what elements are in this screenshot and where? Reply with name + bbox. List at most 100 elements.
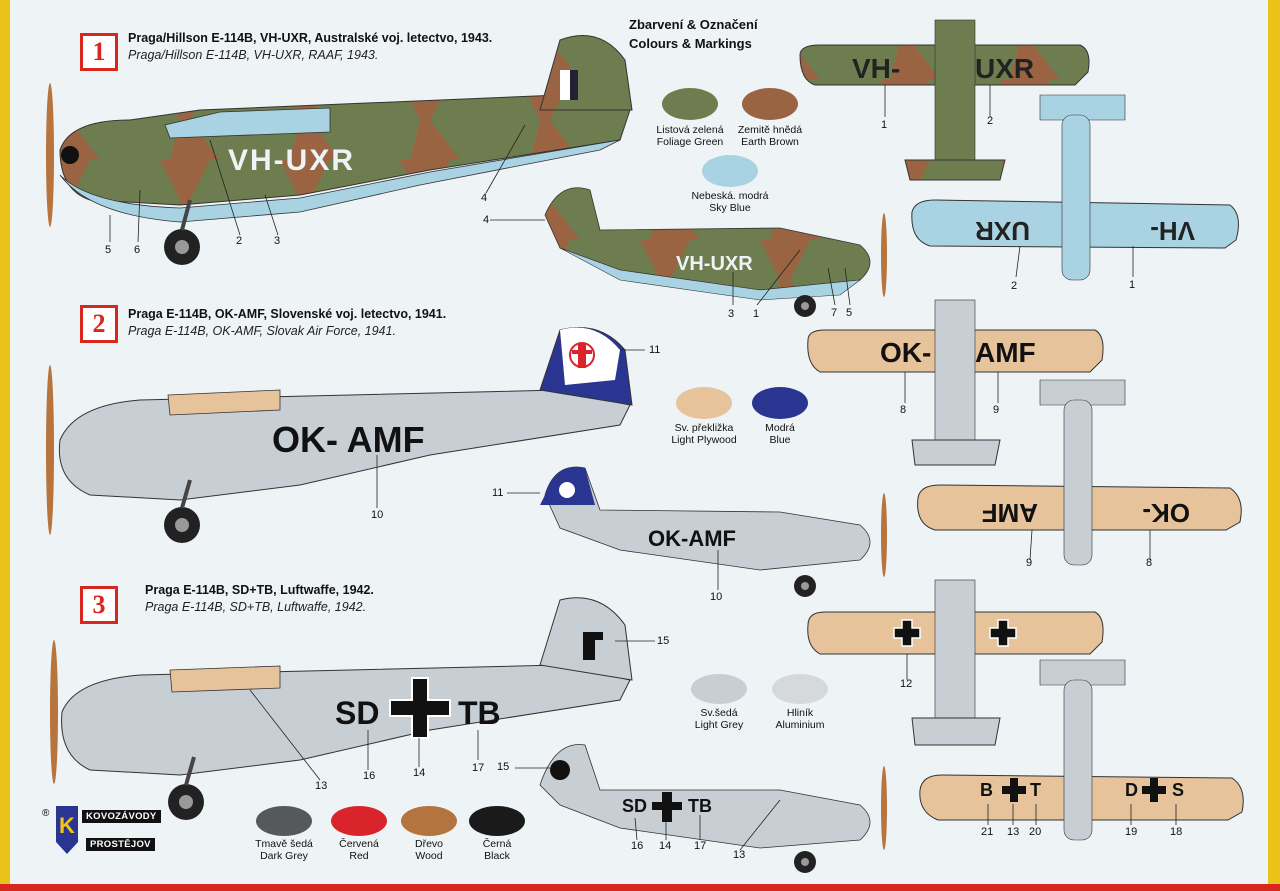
- callout-11: 11: [492, 487, 504, 499]
- swatch-black: [469, 806, 525, 836]
- callout-1: 1: [881, 119, 888, 131]
- swatch-blue: [752, 387, 808, 419]
- callout-3: 3: [274, 235, 281, 247]
- header-cz: Zbarvení & Označení: [629, 17, 758, 32]
- callout-8: 8: [1146, 557, 1153, 569]
- swatch-light-plywood: [676, 387, 732, 419]
- scheme3-bottom-view: B T D S: [919, 659, 1244, 841]
- scheme2-subtitle: Praga E-114B, OK-AMF, Slovak Air Force, …: [128, 324, 396, 338]
- scheme2-title: Praga E-114B, OK-AMF, Slovenské voj. let…: [128, 307, 447, 321]
- svg-text:VH-UXR: VH-UXR: [676, 253, 753, 275]
- scheme1-title: Praga/Hillson E-114B, VH-UXR, Australské…: [128, 31, 493, 45]
- callout-5: 5: [846, 307, 853, 319]
- svg-text:UXR: UXR: [975, 53, 1034, 84]
- scheme2-badge: 2: [80, 305, 118, 343]
- callout-8: 8: [900, 404, 907, 416]
- scheme3-side-large: SD TB: [50, 597, 633, 820]
- callout-4: 4: [483, 214, 490, 226]
- svg-text:VH-UXR: VH-UXR: [228, 144, 355, 177]
- callout-14: 14: [659, 840, 672, 852]
- scheme2-side-small: OK-AMF: [540, 466, 887, 597]
- callout-5: 5: [105, 244, 112, 256]
- callout-9: 9: [1026, 557, 1033, 569]
- scheme1-bottom-view: VH- UXR: [911, 94, 1239, 281]
- scheme3-badge: 3: [80, 586, 118, 624]
- scheme1-top-view: VH- UXR: [799, 19, 1090, 181]
- header-en: Colours & Markings: [629, 36, 752, 51]
- scheme3-top-view: [807, 579, 1104, 746]
- callout-20: 20: [1029, 826, 1042, 838]
- logo-line2: PROSTĚJOV: [86, 838, 155, 851]
- callout-3: 3: [728, 308, 735, 320]
- callout-16: 16: [631, 840, 644, 852]
- scheme1-subtitle: Praga/Hillson E-114B, VH-UXR, RAAF, 1943…: [128, 48, 379, 62]
- svg-text:VH-: VH-: [852, 53, 900, 84]
- svg-text:OK- AMF: OK- AMF: [272, 419, 425, 460]
- swatch-red: [331, 806, 387, 836]
- manufacturer-logo: ® K KOVOZÁVODY PROSTĚJOV: [42, 806, 172, 862]
- callout-10: 10: [710, 591, 723, 603]
- svg-text:OK-: OK-: [880, 337, 931, 368]
- scheme2-bottom-view: OK- AMF: [917, 379, 1242, 566]
- scheme3-side-small: SD TB: [539, 744, 887, 873]
- svg-text:VH-: VH-: [1150, 216, 1195, 246]
- svg-text:B: B: [980, 780, 993, 800]
- callout-12: 12: [900, 678, 913, 690]
- swatch-light-grey: [691, 674, 747, 704]
- logo-line1: KOVOZÁVODY: [82, 810, 161, 823]
- callout-2: 2: [987, 115, 994, 127]
- callout-13: 13: [733, 849, 746, 861]
- callout-17: 17: [694, 840, 707, 852]
- callout-19: 19: [1125, 826, 1138, 838]
- callout-13: 13: [1007, 826, 1020, 838]
- swatch-wood: [401, 806, 457, 836]
- scheme1-side-large: VH-UXR: [46, 35, 633, 265]
- swatch-aluminium: [772, 674, 828, 704]
- callout-15: 15: [497, 761, 510, 773]
- svg-text:AMF: AMF: [982, 498, 1038, 528]
- callout-1: 1: [1129, 279, 1136, 291]
- callout-10: 10: [371, 509, 384, 521]
- scheme3-subtitle: Praga E-114B, SD+TB, Luftwaffe, 1942.: [145, 600, 367, 614]
- logo-k-shield: K: [56, 806, 78, 854]
- scheme1-badge: 1: [80, 33, 118, 71]
- callout-2: 2: [236, 235, 243, 247]
- svg-text:SD: SD: [335, 695, 379, 731]
- svg-text:D: D: [1125, 780, 1138, 800]
- callout-16: 16: [363, 770, 376, 782]
- callout-11: 11: [649, 344, 661, 356]
- callout-2: 2: [1011, 280, 1018, 292]
- swatch-dark-grey: [256, 806, 312, 836]
- callout-13: 13: [315, 780, 328, 792]
- callout-18: 18: [1170, 826, 1183, 838]
- callout-14: 14: [413, 767, 426, 779]
- svg-text:UXR: UXR: [975, 216, 1030, 246]
- swatch-sky-blue: [702, 155, 758, 187]
- svg-text:TB: TB: [458, 695, 501, 731]
- scheme3-title: Praga E-114B, SD+TB, Luftwaffe, 1942.: [145, 583, 374, 597]
- callout-21: 21: [981, 826, 994, 838]
- svg-text:AMF: AMF: [975, 337, 1036, 368]
- svg-text:OK-: OK-: [1142, 498, 1190, 528]
- callout-9: 9: [993, 404, 1000, 416]
- svg-text:OK-AMF: OK-AMF: [648, 526, 736, 551]
- callout-17: 17: [472, 762, 485, 774]
- scheme2-top-view: OK- AMF: [807, 299, 1104, 466]
- swatch-earth-brown: [742, 88, 798, 120]
- svg-text:S: S: [1172, 780, 1184, 800]
- registered-mark: ®: [42, 808, 50, 819]
- callout-6: 6: [134, 244, 141, 256]
- scheme2-side-large: OK- AMF: [46, 327, 633, 543]
- callout-4: 4: [481, 192, 488, 204]
- bottom-border: [0, 884, 1280, 891]
